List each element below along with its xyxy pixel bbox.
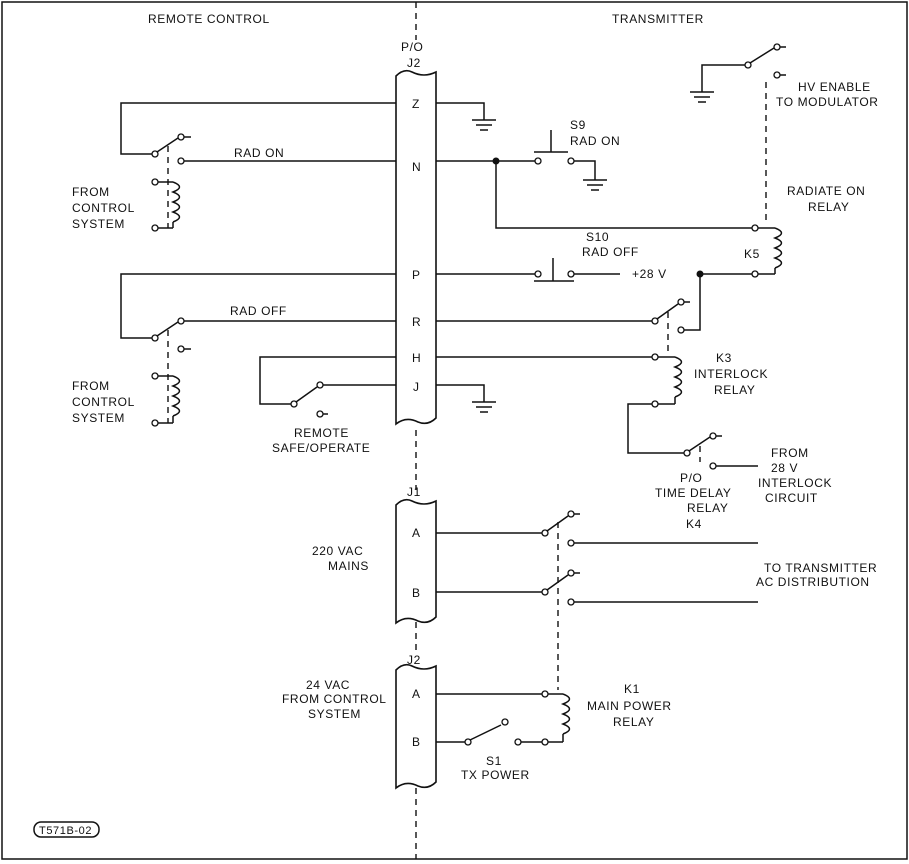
figure-id: T571B-02 xyxy=(39,825,92,837)
s1-desc: TX POWER xyxy=(461,768,530,782)
j1-connector xyxy=(395,498,437,625)
s9-desc: RAD ON xyxy=(570,134,620,148)
interlock-src-line3: INTERLOCK xyxy=(758,476,832,490)
k5-label: K5 xyxy=(744,247,760,261)
j2-pin-p: P xyxy=(412,268,421,282)
k3-desc-line2: RELAY xyxy=(714,383,755,397)
interlock-src-line1: FROM xyxy=(771,446,809,460)
j2-pin-j: J xyxy=(413,380,420,394)
k1-relay xyxy=(436,690,571,746)
j2-pin-n: N xyxy=(412,160,421,174)
rad-off-control-circuit xyxy=(120,273,396,427)
k1-desc-line2: RELAY xyxy=(613,715,654,729)
time-delay-line2: TIME DELAY xyxy=(655,486,731,500)
vac24-line2: FROM CONTROL xyxy=(282,692,387,706)
from-control-1-line3: SYSTEM xyxy=(72,217,125,231)
header-remote-control: REMOTE CONTROL xyxy=(148,12,270,26)
k1-label: K1 xyxy=(624,682,640,696)
j2-pin-r: R xyxy=(412,315,421,329)
k5-desc-line2: RELAY xyxy=(808,200,849,214)
from-control-1-line2: CONTROL xyxy=(72,201,135,215)
j2-top-connector xyxy=(395,69,437,426)
remote-switch-line1: REMOTE xyxy=(294,426,349,440)
k4-contacts xyxy=(436,510,758,690)
j2-bottom-pin-a: A xyxy=(412,687,421,701)
time-delay-line3: RELAY xyxy=(687,501,728,515)
j2-pin-z: Z xyxy=(412,97,420,111)
from-control-2-line1: FROM xyxy=(72,379,110,393)
k5-holding-contact xyxy=(436,274,701,355)
interlock-src-line4: CIRCUIT xyxy=(765,491,818,505)
j1-label: J1 xyxy=(407,485,421,499)
time-delay-relay-contact xyxy=(683,432,758,470)
hv-enable-line1: HV ENABLE xyxy=(798,80,871,94)
hv-enable-contacts xyxy=(690,43,786,103)
header-transmitter: TRANSMITTER xyxy=(612,12,704,26)
j1-pin-a: A xyxy=(412,526,421,540)
hv-enable-line2: TO MODULATOR xyxy=(776,95,879,109)
rad-on-label: RAD ON xyxy=(234,146,284,160)
remote-safe-operate-switch xyxy=(259,356,396,418)
k1-desc-line1: MAIN POWER xyxy=(587,699,672,713)
s10-label: S10 xyxy=(586,230,609,244)
remote-switch-line2: SAFE/OPERATE xyxy=(272,441,370,455)
vac24-line3: SYSTEM xyxy=(308,707,361,721)
ac-dist-line1: TO TRANSMITTER xyxy=(764,561,877,575)
rad-on-to-k5-wire xyxy=(495,161,752,229)
figure-id-box xyxy=(33,821,100,838)
ac-dist-line2: AC DISTRIBUTION xyxy=(756,575,870,589)
from-control-2-line3: SYSTEM xyxy=(72,411,125,425)
j2-pin-h: H xyxy=(412,351,421,365)
j2-po-label: P/O xyxy=(401,40,423,54)
pin-j-ground xyxy=(436,384,496,413)
mains-line2: MAINS xyxy=(328,559,369,573)
from-control-2-line2: CONTROL xyxy=(72,395,135,409)
s10-switch xyxy=(436,258,620,282)
k3-label: K3 xyxy=(716,351,732,365)
pin-z-ground xyxy=(436,102,496,131)
j2-bottom-connector xyxy=(395,663,437,790)
s10-desc: RAD OFF xyxy=(582,245,639,259)
k3-desc-line1: INTERLOCK xyxy=(694,367,768,381)
s9-switch xyxy=(436,130,607,191)
j2-top-label: J2 xyxy=(407,56,421,70)
from-control-1-line1: FROM xyxy=(72,185,110,199)
j2-bottom-label: J2 xyxy=(407,653,421,667)
j1-pin-b: B xyxy=(412,586,421,600)
vac24-line1: 24 VAC xyxy=(306,678,350,692)
rad-off-label: RAD OFF xyxy=(230,304,287,318)
time-delay-line1: P/O xyxy=(680,471,702,485)
rad-on-control-circuit xyxy=(120,102,396,232)
k5-desc-line1: RADIATE ON xyxy=(787,184,865,198)
mains-line1: 220 VAC xyxy=(312,544,363,558)
s1-switch xyxy=(436,718,522,746)
plus28v-label: +28 V xyxy=(632,267,667,281)
s9-label: S9 xyxy=(570,118,586,132)
s1-label: S1 xyxy=(486,754,502,768)
j2-bottom-pin-b: B xyxy=(412,735,421,749)
k3-relay xyxy=(436,353,684,454)
k5-relay xyxy=(696,82,783,278)
interlock-src-line2: 28 V xyxy=(771,461,798,475)
k4-label: K4 xyxy=(686,517,702,531)
